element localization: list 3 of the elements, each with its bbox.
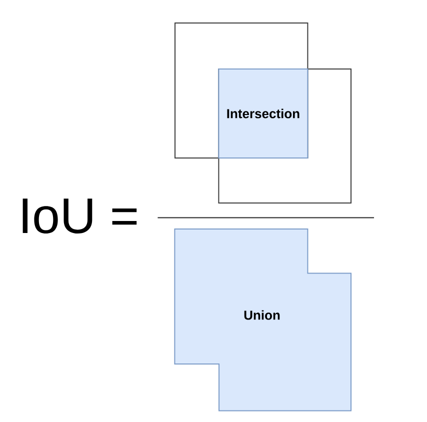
formula-text: IoU = bbox=[22, 198, 137, 234]
union-region: Union bbox=[174, 228, 352, 412]
intersection-region: Intersection bbox=[218, 68, 308, 158]
